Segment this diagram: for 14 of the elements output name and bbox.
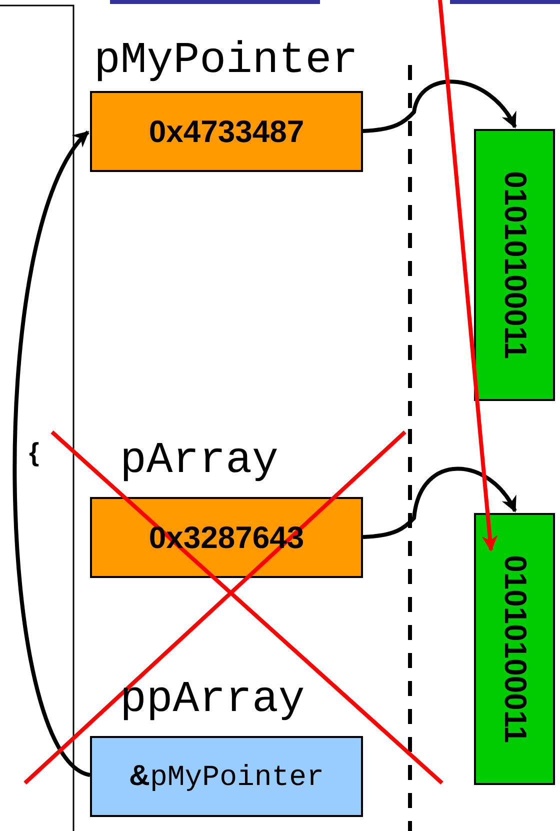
- arrow: [12, 130, 92, 777]
- bit-value: 01010100011: [496, 555, 532, 743]
- bit-value: 01010100011: [496, 171, 532, 359]
- arrow: [362, 466, 517, 539]
- address-value: &pMyPointer: [129, 760, 324, 794]
- memory-cell: [474, 513, 555, 785]
- memory-cell: [474, 129, 555, 401]
- brace-mark: {: [29, 437, 40, 468]
- arrow: [438, 0, 498, 552]
- variable-name: pMyPointer: [94, 39, 358, 83]
- variable-name: pArray: [120, 439, 278, 483]
- variable-name: ppArray: [120, 678, 305, 722]
- address-value: 0x4733487: [148, 114, 304, 150]
- arrow: [362, 80, 517, 133]
